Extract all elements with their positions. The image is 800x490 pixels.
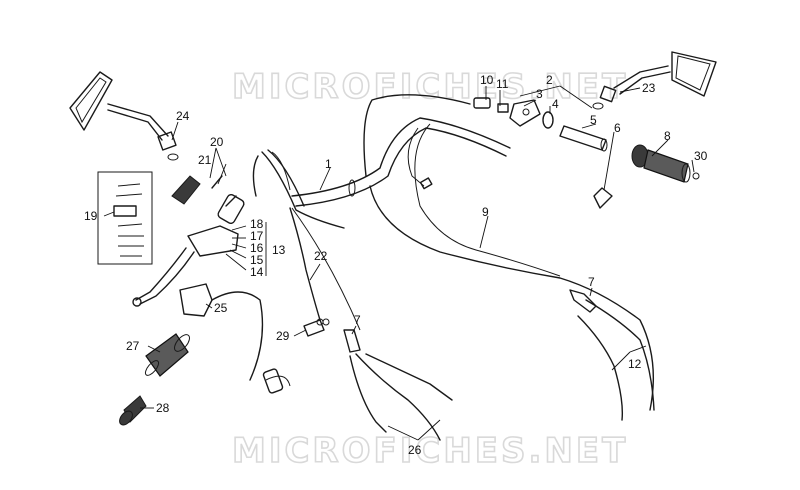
label-23: 23	[642, 81, 656, 95]
label-11: 11	[496, 77, 509, 91]
label-20: 20	[210, 135, 224, 149]
throttle-parts	[542, 111, 613, 209]
label-28: 28	[156, 401, 170, 415]
adjuster-29	[303, 318, 330, 337]
label-26: 26	[408, 443, 422, 457]
watermark-top: MICROFICHES.NET	[232, 67, 628, 107]
switch-detail-box	[97, 171, 153, 265]
label-25: 25	[214, 301, 228, 315]
label-14: 14	[250, 265, 264, 279]
right-grip	[631, 144, 700, 183]
bar-end	[119, 395, 147, 426]
label-9: 9	[482, 205, 489, 219]
left-mirror	[69, 71, 179, 161]
right-mirror	[592, 51, 717, 110]
handlebar	[291, 117, 511, 207]
left-lever	[132, 225, 239, 307]
label-30: 30	[694, 149, 708, 163]
left-switch-housing	[171, 175, 245, 224]
cable-9	[363, 94, 654, 411]
label-22: 22	[314, 249, 328, 263]
label-16: 16	[250, 241, 264, 255]
left-grip	[144, 333, 190, 377]
label-13: 13	[272, 243, 286, 257]
label-24: 24	[176, 109, 190, 123]
cable-22	[289, 207, 321, 321]
label-27: 27	[126, 339, 140, 353]
label-12: 12	[628, 357, 642, 371]
right-switch	[473, 97, 541, 127]
cable-9-inner	[414, 123, 561, 277]
cable-26	[365, 353, 453, 401]
label-4: 4	[552, 97, 559, 111]
label-29: 29	[276, 329, 290, 343]
label-8: 8	[664, 129, 671, 143]
label-7b: 7	[588, 275, 595, 289]
label-2: 2	[546, 73, 553, 87]
label-18: 18	[250, 217, 264, 231]
cable-7-upper	[569, 289, 655, 421]
part-labels: 1 2 3 4 5 6 7 7 8 9 10 11 12 13 14 15 16…	[84, 73, 708, 457]
label-5: 5	[590, 113, 597, 127]
label-6: 6	[614, 121, 621, 135]
cable-7-lower	[343, 329, 441, 441]
cable-9-branch	[407, 127, 425, 187]
label-21: 21	[198, 153, 212, 167]
label-1: 1	[325, 157, 332, 171]
label-7a: 7	[354, 313, 361, 327]
watermark-bottom: MICROFICHES.NET	[232, 431, 628, 471]
label-3: 3	[536, 87, 543, 101]
cable-26b	[291, 207, 361, 331]
label-10: 10	[480, 73, 494, 87]
leader-lines	[103, 85, 695, 441]
label-15: 15	[250, 253, 264, 267]
label-19: 19	[84, 209, 98, 223]
label-17: 17	[250, 229, 264, 243]
switch-25	[179, 283, 291, 394]
cable-bundle	[252, 149, 345, 229]
